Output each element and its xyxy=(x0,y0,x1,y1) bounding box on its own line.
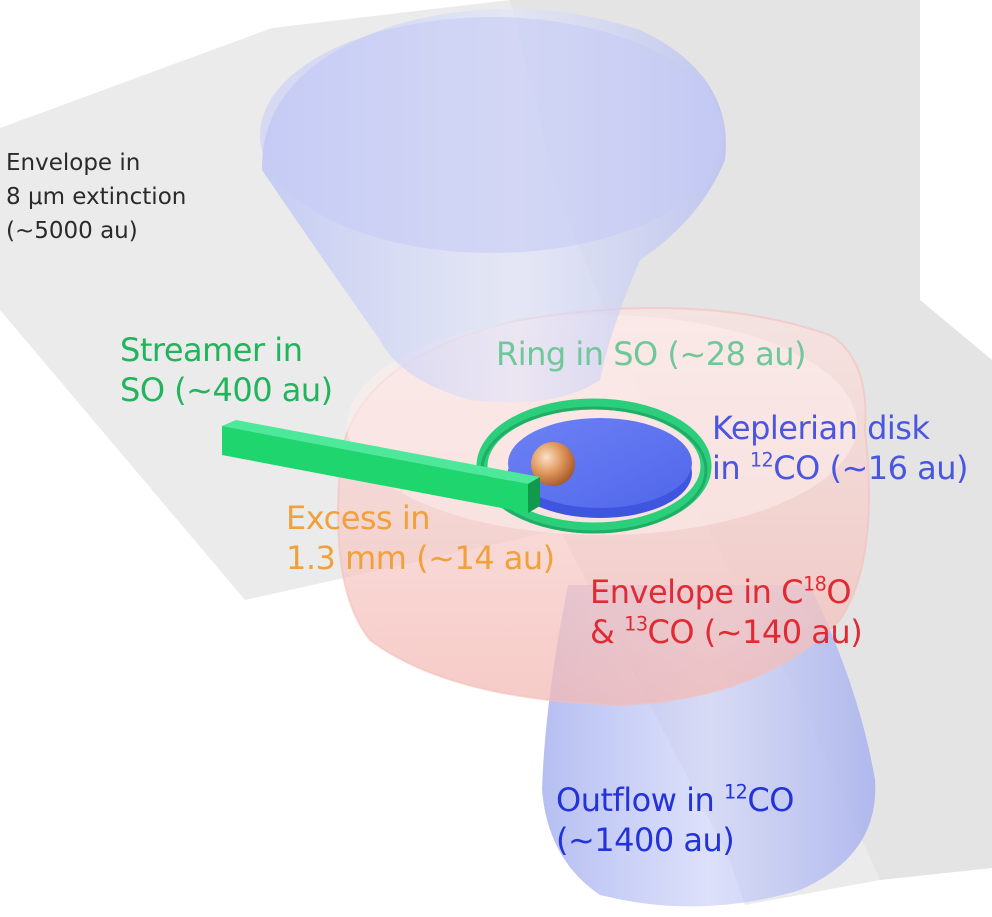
envelope-c18o-line2-prefix: & xyxy=(590,613,625,651)
outflow-line2: (~1400 au) xyxy=(556,821,735,859)
envelope-c18o-line2-suffix: CO (~140 au) xyxy=(647,613,863,651)
excess-line2: 1.3 mm (~14 au) xyxy=(286,539,555,577)
keplerian-disk-line2: in 12CO (~16 au) xyxy=(712,448,969,488)
streamer-bar-top xyxy=(222,420,540,484)
envelope-c18o-line1: Envelope in C18O xyxy=(590,572,862,612)
ring-line1: Ring in SO (~28 au) xyxy=(496,335,806,373)
envelope-c18o-label: Envelope in C18O & 13CO (~140 au) xyxy=(590,572,863,652)
streamer-bar-end xyxy=(528,477,540,513)
streamer-line1: Streamer in xyxy=(120,331,303,369)
envelope-c18o-line2-sup: 13 xyxy=(624,612,648,636)
envelope-c18o-line2: & 13CO (~140 au) xyxy=(590,612,863,652)
keplerian-disk-line1: Keplerian disk xyxy=(712,409,930,447)
streamer-line2: SO (~400 au) xyxy=(120,371,333,409)
outflow-label: Outflow in 12CO (~1400 au) xyxy=(556,780,794,860)
envelope-extinction-label: Envelope in 8 μm extinction (~5000 au) xyxy=(6,146,186,248)
envelope-extinction-line3: (~5000 au) xyxy=(6,218,138,244)
ring-label: Ring in SO (~28 au) xyxy=(496,334,806,374)
envelope-extinction-line1: Envelope in xyxy=(6,150,141,176)
excess-sphere xyxy=(531,442,575,486)
keplerian-disk-line2-sup: 12 xyxy=(749,448,774,472)
envelope-extinction-line2: 8 μm extinction xyxy=(6,184,187,210)
keplerian-disk-line2-suffix: CO (~16 au) xyxy=(773,449,969,487)
outflow-line1: Outflow in 12CO xyxy=(556,780,794,820)
streamer-bar-front xyxy=(222,426,528,513)
envelope-c18o-line1-suffix: O xyxy=(826,573,852,611)
excess-line1: Excess in xyxy=(286,499,431,537)
envelope-c18o-line1-prefix: Envelope in C xyxy=(590,573,803,611)
outflow-cone-top-rim xyxy=(260,17,724,253)
excess-label: Excess in 1.3 mm (~14 au) xyxy=(286,498,555,578)
keplerian-disk-label: Keplerian disk in 12CO (~16 au) xyxy=(712,408,969,488)
outflow-line1-prefix: Outflow in xyxy=(556,781,724,819)
keplerian-disk-line2-prefix: in xyxy=(712,449,750,487)
outflow-line1-sup: 12 xyxy=(723,780,748,804)
outflow-line1-suffix: CO xyxy=(747,781,794,819)
envelope-c18o-line1-sup: 18 xyxy=(802,572,827,596)
streamer-label: Streamer in SO (~400 au) xyxy=(120,330,333,410)
